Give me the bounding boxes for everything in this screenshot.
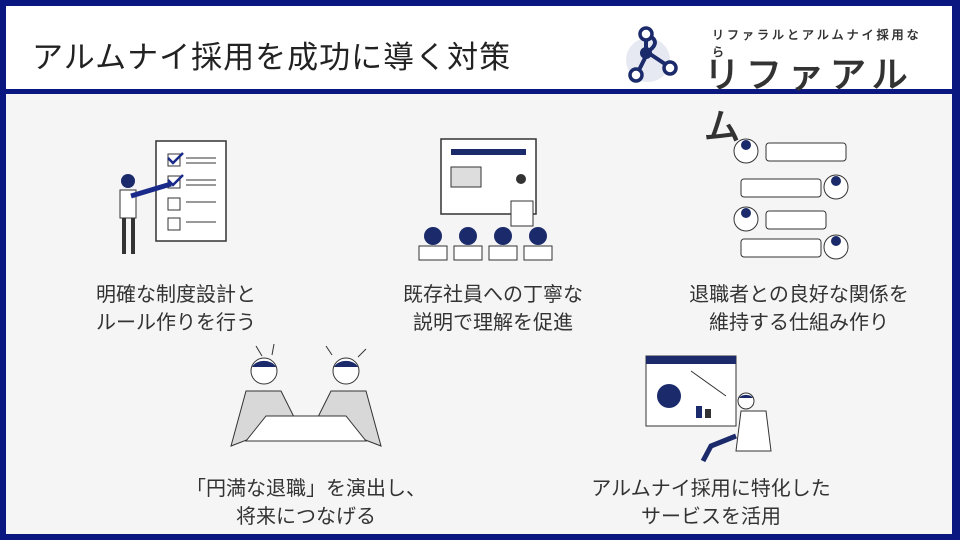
item-explain-employees: 既存社員への丁寧な 説明で理解を促進 <box>343 280 643 336</box>
caption-line: サービスを活用 <box>641 504 781 528</box>
caption-line: アルムナイ採用に特化した <box>591 476 831 500</box>
slide: アルムナイ採用を成功に導く対策 リファラルとアルムナイ採用なら リファアルム 明… <box>6 6 952 534</box>
caption-line: 既存社員への丁寧な <box>403 282 583 306</box>
logo-name: リファアルム <box>704 55 914 148</box>
logo-tagline: リファラルとアルムナイ採用なら <box>712 28 922 59</box>
caption-line: 退職者との良好な関係を <box>689 282 909 306</box>
item-system-design: 明確な制度設計と ルール作りを行う <box>26 280 326 336</box>
item-amicable-exit: 「円満な退職」を演出し、 将来につなげる <box>156 474 456 530</box>
caption-line: 維持する仕組み作り <box>709 310 889 334</box>
caption-line: 明確な制度設計と <box>96 282 256 306</box>
header: アルムナイ採用を成功に導く対策 リファラルとアルムナイ採用なら リファアルム <box>6 6 952 148</box>
caption-line: 将来につなげる <box>236 504 376 528</box>
dashboard-user-illustration <box>645 355 772 463</box>
caption-line: ルール作りを行う <box>96 310 256 334</box>
item-maintain-relationship: 退職者との良好な関係を 維持する仕組み作り <box>649 280 949 336</box>
handshake-meeting-illustration <box>230 343 382 447</box>
caption-line: 説明で理解を促進 <box>413 310 573 334</box>
caption-line: 「円満な退職」を演出し、 <box>186 476 426 500</box>
chat-illustration <box>733 138 849 260</box>
page-title: アルムナイ採用を成功に導く対策 <box>32 40 512 76</box>
item-use-service: アルムナイ採用に特化した サービスを活用 <box>561 474 861 530</box>
network-logo-icon <box>626 26 678 83</box>
checklist-illustration <box>119 140 227 254</box>
logo: リファラルとアルムナイ採用なら リファアルム <box>620 20 930 148</box>
presentation-illustration <box>418 138 553 261</box>
